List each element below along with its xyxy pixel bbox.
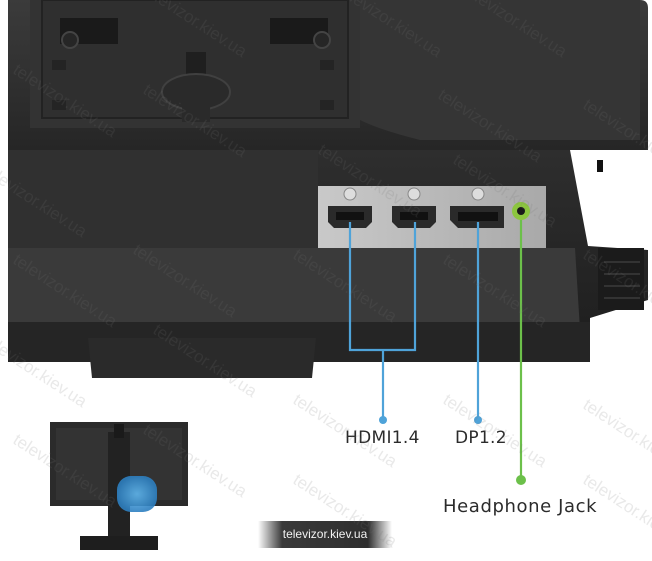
hdmi-callout-line <box>348 222 417 420</box>
screw-hole-right <box>313 31 331 49</box>
monitor-body <box>8 0 648 172</box>
headphone-jack-label: Headphone Jack <box>443 496 598 517</box>
stand-neck-base <box>88 338 316 378</box>
dp-callout-dot <box>474 416 482 424</box>
port-area-highlight <box>117 476 157 512</box>
hdmi-port-2 <box>392 187 436 228</box>
dp-label: DP1.2 <box>455 428 507 448</box>
headphone-jack <box>512 202 530 220</box>
screw-hole-left <box>61 31 79 49</box>
callout-lines <box>348 220 526 485</box>
lock-slot <box>597 160 603 172</box>
hdmi-callout-dot <box>379 416 387 424</box>
displayport-port <box>450 187 504 228</box>
side-vent <box>598 248 644 310</box>
source-tag: televizor.kiev.ua <box>258 521 392 548</box>
hdmi-port-1 <box>328 187 372 228</box>
hdmi-label: HDMI1.4 <box>345 428 420 448</box>
monitor-lower-bezel <box>8 150 648 378</box>
headphone-callout-dot <box>516 475 526 485</box>
monitor-thumbnail <box>50 422 188 550</box>
port-panel <box>318 186 546 248</box>
